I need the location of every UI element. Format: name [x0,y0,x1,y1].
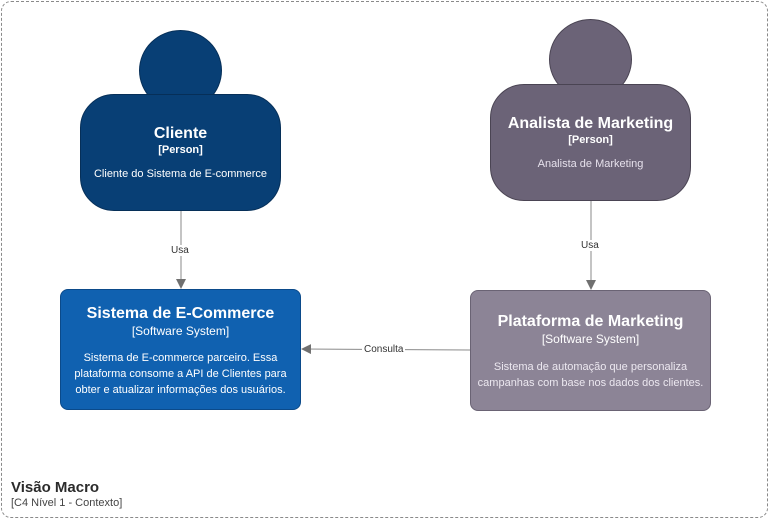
system-kind: [Software System] [541,332,640,346]
edge-label-analista-usa: Usa [579,240,601,251]
edge-label-consulta: Consulta [362,344,406,355]
person-kind: [Person] [158,144,203,156]
boundary-title: Visão Macro [11,479,100,496]
person-kind: [Person] [568,134,613,146]
person-body: Cliente [Person] Cliente do Sistema de E… [80,94,281,211]
edge-label-cliente-usa: Usa [169,245,191,256]
system-description: Sistema de automação que personaliza cam… [477,361,704,389]
system-description: Sistema de E-commerce parceiro. Essa pla… [74,352,287,396]
system-ecommerce[interactable]: Sistema de E-Commerce [Software System] … [60,289,301,410]
person-description: Cliente do Sistema de E-commerce [93,168,267,180]
system-name: Sistema de E-Commerce [86,305,275,322]
boundary-subtitle: [C4 Nível 1 - Contexto] [11,497,123,509]
person-name: Cliente [153,125,208,142]
person-body: Analista de Marketing [Person] Analista … [490,84,691,201]
system-kind: [Software System] [131,324,230,338]
system-name: Plataforma de Marketing [497,313,684,330]
person-name: Analista de Marketing [507,115,674,132]
person-description: Analista de Marketing [537,158,644,170]
system-plataforma-marketing[interactable]: Plataforma de Marketing [Software System… [470,290,711,411]
